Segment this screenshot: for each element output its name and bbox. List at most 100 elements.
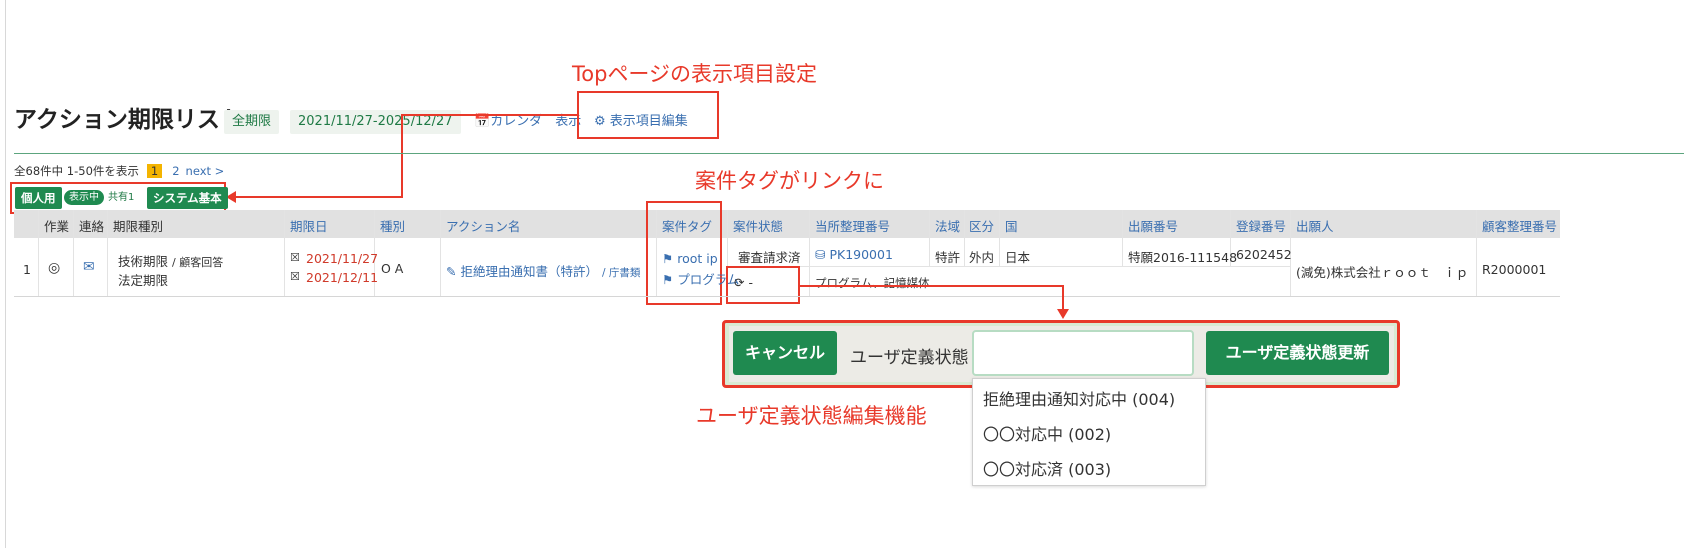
row-bottom-border [14,296,1560,297]
column-divider [1230,210,1231,266]
calendar-icon: 📅 [474,114,491,129]
dropdown-option[interactable]: 拒絶理由通知対応中 (004) [983,390,1176,409]
division-value: 外内 [969,250,995,265]
pagination-summary: 全68件中 1-50件を表示 [14,164,139,178]
annotation-line [800,285,1063,287]
column-divider [656,210,657,296]
col-work: 作業 [44,219,70,234]
display-settings-button[interactable]: ⚙ 表示項目編集 [590,110,692,134]
toggle-icon[interactable]: ◎ [48,260,61,276]
calendar-view-button[interactable]: 📅カレンダ 表示 [470,110,585,134]
annotation-box-settings [577,91,719,139]
user-state-value: - [748,275,753,290]
annotation-top-settings: Topページの表示項目設定 [572,62,818,86]
dropdown-option[interactable]: 〇〇対応中 (002) [983,425,1112,444]
deadline-type-tech: 技術期限 / 顧客回答 [118,251,223,270]
due-date-2[interactable]: 2021/12/11 [306,270,379,285]
page-current[interactable]: 1 [146,164,163,178]
gear-icon: ⚙ [594,114,606,129]
column-divider [1476,210,1477,296]
ref-number-link[interactable]: ⛁ PK190001 [815,247,893,262]
kind-value: O A [381,261,404,276]
showing-badge: 表示中 [64,190,104,205]
annotation-arrowhead [226,191,236,203]
mail-icon[interactable]: ✉ [83,259,95,275]
column-divider [73,210,74,296]
action-name-sub: / 庁書類 [601,267,641,279]
dropdown-option[interactable]: 〇〇対応済 (003) [983,460,1112,479]
database-icon: ⛁ [815,247,826,262]
tag-icon: ⚑ [662,251,674,266]
edit-icon: ✎ [446,264,457,279]
row-subdivider [727,266,1290,267]
col-action-name[interactable]: アクション名 [446,219,521,234]
applicant-value: (減免)株式会社ｒｏｏｔ ｉｐ [1296,265,1469,280]
column-divider [107,210,108,296]
case-tag-label-1: root ip [677,251,718,266]
column-divider [727,210,728,296]
col-law[interactable]: 法域 [935,219,961,234]
column-divider [374,210,375,296]
row-index: 1 [23,262,31,277]
col-ref-number[interactable]: 当所整理番号 [815,219,891,234]
calendar-view-label: カレンダ 表示 [490,114,582,129]
col-deadline-type: 期限種別 [113,219,164,234]
col-registration-no[interactable]: 登録番号 [1236,219,1287,234]
shared-tab-label: 共有1 [108,192,135,203]
due-checkbox-icon[interactable]: ☒ [290,270,300,283]
column-divider [999,210,1000,266]
col-kind[interactable]: 種別 [380,219,406,234]
country-value: 日本 [1005,250,1031,265]
case-title-value: プログラム、記憶媒体 [815,276,930,290]
personal-tab-button[interactable]: 個人用 [15,187,62,209]
due-checkbox-icon[interactable]: ☒ [290,251,300,264]
next-page-link[interactable]: next > [185,164,225,178]
col-case-status[interactable]: 案件状態 [733,219,784,234]
col-client-ref[interactable]: 顧客整理番号 [1482,219,1558,234]
update-user-state-button[interactable]: ユーザ定義状態更新 [1206,331,1389,375]
annotation-user-state: ユーザ定義状態編集機能 [696,404,927,428]
annotation-box-case-tag [646,201,722,305]
annotation-line [1062,285,1064,311]
col-due-date[interactable]: 期限日 [290,219,328,234]
action-name-label: 拒絶理由通知書（特許） [460,264,598,279]
cancel-button[interactable]: キャンセル [733,331,837,375]
action-name-link[interactable]: ✎ 拒絶理由通知書（特許） / 庁書類 [446,261,640,280]
annotation-line [401,114,403,198]
column-divider [809,210,810,296]
column-divider [929,210,930,266]
page-title: アクション期限リスト [14,107,243,133]
col-division[interactable]: 区分 [969,219,995,234]
annotation-box-user-state [726,266,800,304]
col-case-tag[interactable]: 案件タグ [662,219,713,234]
col-country[interactable]: 国 [1005,219,1018,234]
user-state-cell[interactable]: ⟳ - [734,275,753,290]
filter-all-badge[interactable]: 全期限 [224,110,280,134]
client-ref-value: R2000001 [1482,262,1547,277]
col-applicant[interactable]: 出願人 [1296,219,1334,234]
ref-number-label: PK190001 [829,247,893,262]
case-tag-link-1[interactable]: ⚑ root ip [662,251,718,266]
column-divider [440,210,441,296]
header-divider [14,153,1684,154]
shared-tab-button[interactable]: 表示中共有1 [64,187,134,209]
left-border [5,0,6,548]
user-state-input[interactable] [972,330,1194,376]
col-application-no[interactable]: 出願番号 [1128,219,1179,234]
display-settings-label: 表示項目編集 [609,114,688,129]
user-state-dropdown: 拒絶理由通知対応中 (004) 〇〇対応中 (002) 〇〇対応済 (003) [972,378,1206,486]
annotation-line [234,196,402,198]
case-tag-label-2: プログラム [677,272,740,287]
due-date-1[interactable]: 2021/11/27 [306,251,379,266]
deadline-type-tech-label: 技術期限 [118,254,169,269]
annotation-line [402,114,577,116]
table-header-row [14,210,1560,238]
case-tag-link-2[interactable]: ⚑ プログラム [662,269,739,288]
system-tab-button[interactable]: システム基本 [147,187,228,209]
refresh-icon: ⟳ [734,275,745,290]
page-2-link[interactable]: 2 [172,164,180,178]
column-divider [964,210,965,266]
col-contact: 連絡 [79,219,105,234]
deadline-type-tech-sub: / 顧客回答 [172,256,224,269]
